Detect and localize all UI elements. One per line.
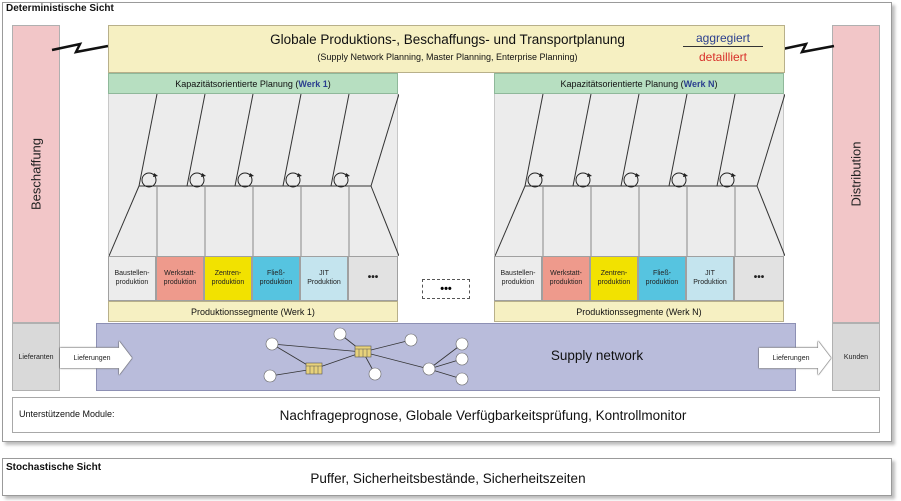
plant-1-funnel-diagram	[108, 93, 400, 257]
segment-center: Zentren-produktion	[590, 256, 638, 301]
segment-flow: Fließ-produktion	[638, 256, 686, 301]
segment-workshop: Werkstatt-produktion	[542, 256, 590, 301]
stochastic-view-content: Puffer, Sicherheitsbestände, Sicherheits…	[310, 471, 586, 486]
global-planning-title: Globale Produktions-, Beschaffungs- und …	[270, 32, 625, 47]
deliveries-in-label: Lieferungen	[73, 354, 111, 362]
stochastic-view-title: Stochastische Sicht	[6, 462, 102, 473]
lightning-right-icon	[777, 42, 835, 54]
plant-n-segments: Baustellen-produktion Werkstatt-produkti…	[494, 256, 784, 301]
customers-box: Kunden	[832, 323, 880, 391]
plant-1-planning-area	[108, 93, 400, 257]
plant-1-header-suffix: )	[327, 78, 331, 89]
deterministic-view-title: Deterministische Sicht	[6, 3, 114, 14]
plant-n-funnel-diagram	[494, 93, 786, 257]
customers-label: Kunden	[843, 353, 869, 361]
rotation-arrowhead-icon	[153, 173, 158, 177]
suppliers-box: Lieferanten	[12, 323, 60, 391]
distribution-label: Distribution	[848, 141, 864, 207]
detailed-label: detailliert	[698, 50, 748, 64]
plant-1-werk-label: Werk 1	[298, 78, 328, 89]
lightning-left-icon	[51, 42, 109, 54]
segment-workshop: Werkstatt-produktion	[156, 256, 204, 301]
plant-1-header-prefix: Kapazitätsorientierte Planung (	[175, 78, 299, 89]
global-planning-subtitle: (Supply Network Planning, Master Plannin…	[317, 52, 578, 62]
plant-n-header-suffix: )	[714, 78, 718, 89]
procurement-label: Beschaffung	[28, 137, 44, 211]
aggregated-label: aggregiert	[683, 31, 763, 47]
rotation-arrowhead-icon	[635, 173, 640, 177]
supply-network-area: Supply network	[96, 323, 796, 391]
rotation-arrowhead-icon	[539, 173, 544, 177]
plant-n-werk-label: Werk N	[683, 78, 715, 89]
plant-n-header-prefix: Kapazitätsorientierte Planung (	[560, 78, 684, 89]
global-planning-banner: Globale Produktions-, Beschaffungs- und …	[108, 25, 785, 73]
plant-n-segments-label: Produktionssegmente (Werk N)	[494, 301, 784, 322]
segment-job-site: Baustellen-produktion	[494, 256, 542, 301]
segment-job-site: Baustellen-produktion	[108, 256, 156, 301]
segment-more: •••	[348, 256, 398, 301]
segment-center: Zentren-produktion	[204, 256, 252, 301]
supporting-modules-label: Unterstützende Module:	[19, 409, 115, 419]
supply-network-label: Supply network	[550, 348, 644, 363]
stochastic-view-frame: Stochastische Sicht Puffer, Sicherheitsb…	[2, 458, 892, 496]
plant-1-segments-label: Produktionssegmente (Werk 1)	[108, 301, 398, 322]
supporting-modules-box: Unterstützende Module: Nachfrageprognose…	[12, 397, 880, 433]
plant-1-segments: Baustellen-produktion Werkstatt-produkti…	[108, 256, 398, 301]
deliveries-out-arrow: Lieferungen	[759, 341, 831, 375]
deliveries-out-label: Lieferungen	[772, 354, 810, 362]
rotation-arrowhead-icon	[587, 173, 592, 177]
rotation-arrowhead-icon	[249, 173, 254, 177]
rotation-arrowhead-icon	[683, 173, 688, 177]
supply-network-graph	[263, 327, 469, 386]
plant-n-planning-area	[494, 93, 786, 257]
segment-more: •••	[734, 256, 784, 301]
segment-flow: Fließ-produktion	[252, 256, 300, 301]
supporting-modules-content: Nachfrageprognose, Globale Verfügbarkeit…	[279, 408, 687, 423]
rotation-arrowhead-icon	[201, 173, 206, 177]
plant-1-header: Kapazitätsorientierte Planung (Werk 1)	[108, 73, 398, 94]
more-plants-ellipsis: •••	[422, 279, 470, 299]
deliveries-in-arrow: Lieferungen	[60, 341, 132, 375]
distribution-column: Distribution	[832, 25, 880, 323]
rotation-arrowhead-icon	[345, 173, 350, 177]
suppliers-label: Lieferanten	[18, 353, 54, 361]
procurement-column: Beschaffung	[12, 25, 60, 323]
rotation-arrowhead-icon	[297, 173, 302, 177]
plant-n-header: Kapazitätsorientierte Planung (Werk N)	[494, 73, 784, 94]
rotation-arrowhead-icon	[731, 173, 736, 177]
